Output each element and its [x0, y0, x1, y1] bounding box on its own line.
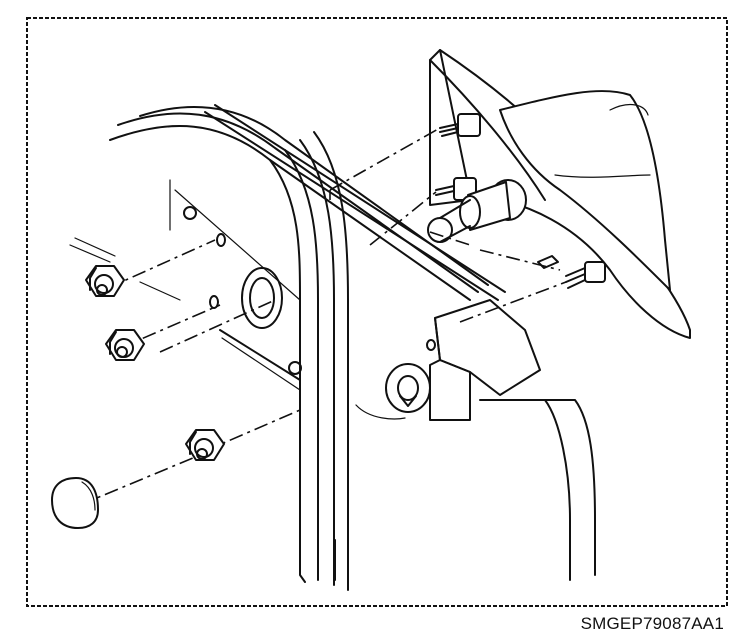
mirror-housing — [429, 49, 691, 339]
stud-upper — [216, 233, 226, 247]
alignment-lines — [79, 127, 567, 506]
door-frame — [69, 104, 596, 591]
nut-middle — [105, 329, 145, 361]
stud-middle — [209, 295, 219, 309]
mirror-bolts — [427, 113, 606, 289]
figure-code-label: SMGEP79087AA1 — [580, 614, 724, 633]
nut-upper — [85, 265, 125, 297]
hinge-bracket — [355, 299, 541, 421]
cover-cap — [51, 477, 99, 529]
figure-frame — [26, 17, 728, 607]
nut-lower — [185, 429, 225, 461]
